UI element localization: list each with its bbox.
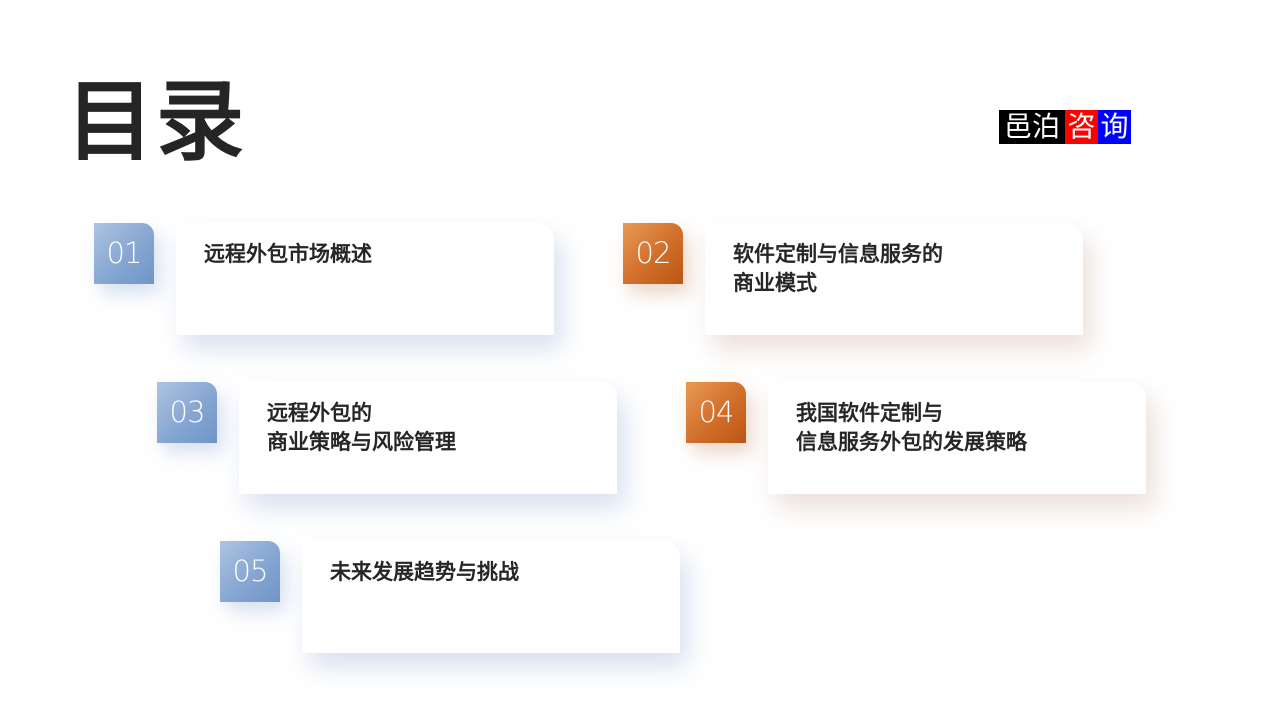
toc-item-01[interactable]: 远程外包市场概述 01	[94, 223, 554, 337]
brand-logo: 邑泊 咨 询	[999, 110, 1131, 144]
toc-number: 04	[698, 395, 735, 429]
toc-item-02[interactable]: 软件定制与信息服务的 商业模式 02	[623, 223, 1083, 337]
toc-number: 05	[232, 554, 269, 588]
toc-card: 远程外包的 商业策略与风险管理	[239, 382, 617, 494]
logo-segment-red: 咨	[1065, 110, 1098, 144]
toc-number: 03	[169, 395, 206, 429]
toc-item-04[interactable]: 我国软件定制与 信息服务外包的发展策略 04	[686, 382, 1146, 496]
logo-segment-blue: 询	[1098, 110, 1131, 144]
toc-card: 我国软件定制与 信息服务外包的发展策略	[768, 382, 1146, 494]
toc-number-badge: 01	[94, 223, 154, 284]
toc-number-badge: 02	[623, 223, 683, 284]
toc-number: 01	[106, 236, 143, 270]
toc-number-badge: 04	[686, 382, 746, 443]
toc-item-05[interactable]: 未来发展趋势与挑战 05	[220, 541, 680, 655]
toc-item-title: 软件定制与信息服务的 商业模式	[733, 242, 943, 295]
toc-card: 软件定制与信息服务的 商业模式	[705, 223, 1083, 335]
page-title: 目录	[66, 70, 247, 173]
toc-number-badge: 03	[157, 382, 217, 443]
toc-item-title: 我国软件定制与 信息服务外包的发展策略	[796, 401, 1027, 454]
toc-item-title: 未来发展趋势与挑战	[330, 560, 519, 584]
logo-segment-black: 邑泊	[999, 110, 1065, 144]
toc-item-title: 远程外包市场概述	[204, 242, 372, 266]
toc-number: 02	[635, 236, 672, 270]
toc-item-title: 远程外包的 商业策略与风险管理	[267, 401, 456, 454]
toc-number-badge: 05	[220, 541, 280, 602]
toc-item-03[interactable]: 远程外包的 商业策略与风险管理 03	[157, 382, 617, 496]
toc-card: 未来发展趋势与挑战	[302, 541, 680, 653]
toc-card: 远程外包市场概述	[176, 223, 554, 335]
